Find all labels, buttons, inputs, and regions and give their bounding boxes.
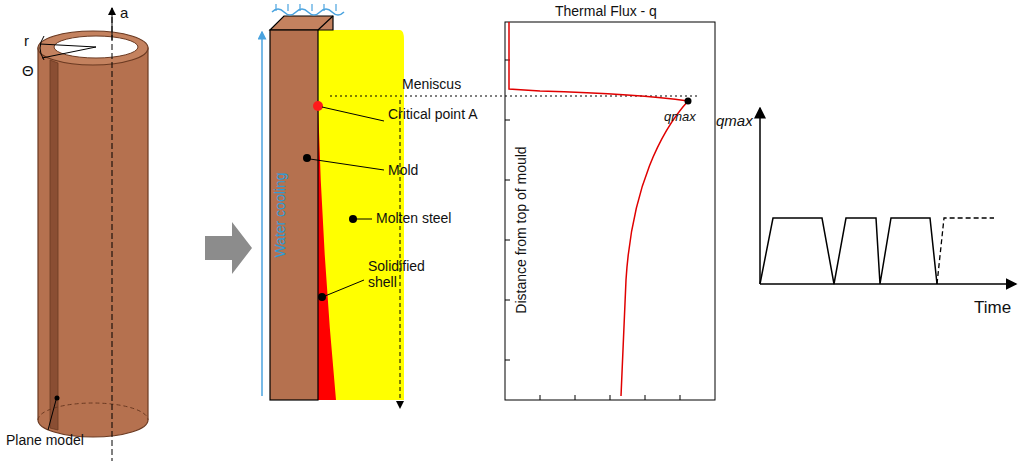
part-label: Meniscus (402, 76, 461, 92)
qmax-time-plot (760, 108, 1016, 284)
part-label: Molten steel (376, 210, 451, 226)
axis-title: qmax (716, 112, 753, 129)
cooling-label: Water cooling (272, 173, 288, 258)
axis-label: r (24, 32, 29, 49)
axis-label: Θ (22, 62, 34, 79)
mold-section (262, 4, 700, 408)
point-label: qmax (664, 110, 696, 125)
part-label: Mold (388, 162, 418, 178)
axis-title: Time (974, 298, 1011, 318)
mold-tube (38, 8, 148, 461)
transition-arrow (205, 222, 252, 274)
axis-label: a (120, 4, 128, 21)
part-label: Critical point A (388, 106, 483, 122)
chart-title: Thermal Flux - q (555, 3, 657, 19)
part-label: Plane model (6, 432, 84, 448)
axis-title: Distance from top of mould (512, 146, 528, 313)
flux-chart (505, 22, 715, 400)
part-label: Solidified shell (368, 258, 438, 290)
